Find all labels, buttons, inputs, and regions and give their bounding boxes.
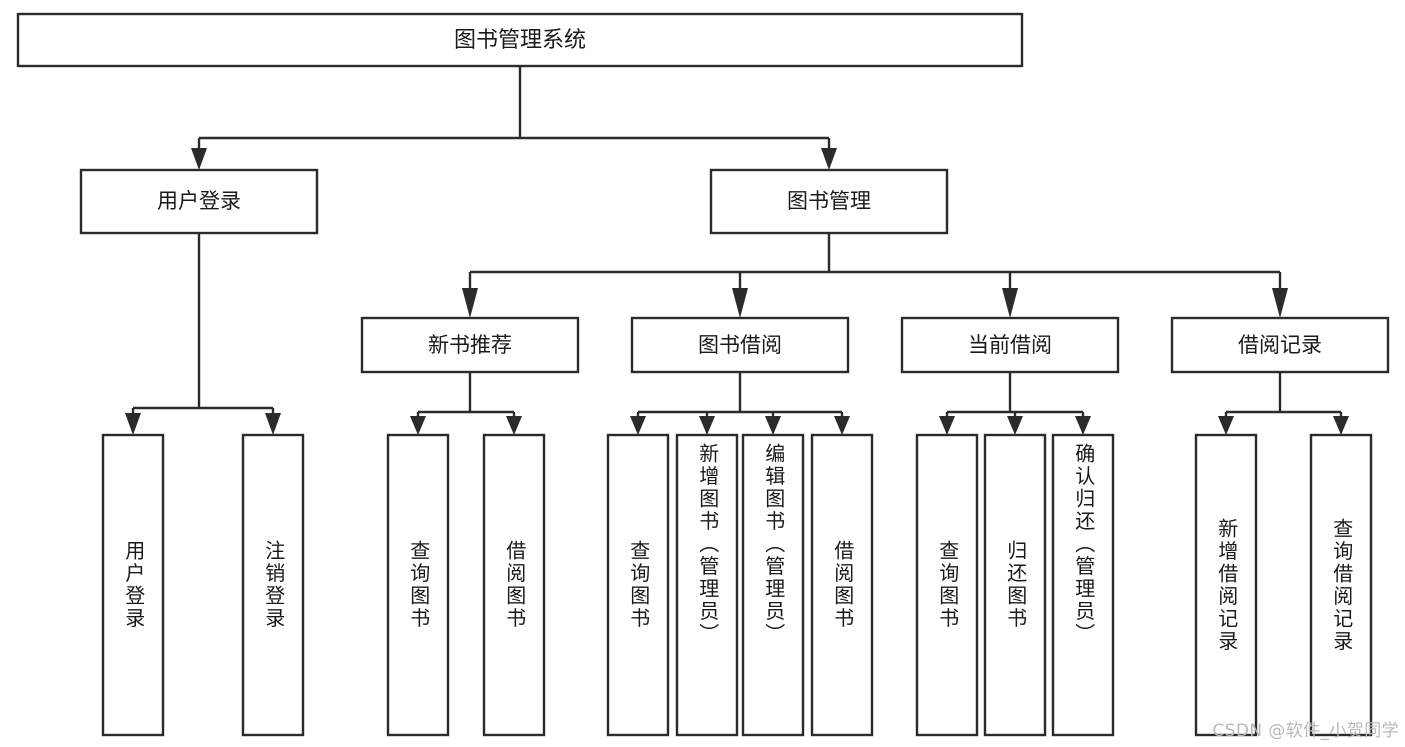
arrow-head-c-return	[1007, 416, 1023, 435]
leaf-box-b-edit-book[interactable]	[741, 433, 805, 737]
arrow-head-new-book	[462, 288, 478, 318]
node-user-login[interactable]: 用户登录	[79, 168, 319, 235]
leaf-box-b-query-book[interactable]	[606, 433, 670, 737]
arrow-head-nb-borrow	[506, 416, 522, 435]
leaf-box-nb-borrow-book[interactable]	[482, 433, 546, 737]
connector-group-root	[191, 66, 837, 170]
arrow-head-b-edit	[765, 416, 781, 435]
arrow-head-b-borrow	[834, 416, 850, 435]
node-borrow-records-box[interactable]	[1170, 316, 1390, 374]
node-borrow-records[interactable]: 借阅记录	[1170, 316, 1390, 374]
node-root-label: 图书管理系统	[454, 28, 586, 53]
leaf-box-logout[interactable]	[241, 433, 305, 737]
leaf-box-r-add-record[interactable]	[1194, 433, 1258, 737]
leaf-box-nb-query-book[interactable]	[386, 433, 450, 737]
leaf-box-user-login[interactable]	[101, 433, 165, 737]
leaf-box-r-query-record[interactable]	[1309, 433, 1373, 737]
connector-group-book-mgmt	[462, 233, 1288, 318]
arrow-head-leaf-user-login	[125, 413, 141, 435]
node-current-borrow[interactable]: 当前借阅	[900, 316, 1120, 374]
node-new-book-recommend[interactable]: 新书推荐	[360, 316, 580, 374]
node-root-box[interactable]	[16, 12, 1024, 68]
arrow-head-leaf-logout	[265, 413, 281, 435]
node-book-management[interactable]: 图书管理	[709, 168, 949, 235]
arrow-head-borrow	[732, 288, 748, 318]
node-user-login-label: 用户登录	[157, 189, 241, 213]
connector-group-current-leaves	[939, 372, 1091, 435]
arrow-head-c-confirm	[1075, 416, 1091, 435]
leaf-box-c-return-book[interactable]	[983, 433, 1047, 737]
node-book-borrow[interactable]: 图书借阅	[630, 316, 850, 374]
arrow-head-b-query	[630, 416, 646, 435]
node-book-management-label: 图书管理	[787, 189, 871, 213]
leaf-box-b-borrow-book[interactable]	[810, 433, 874, 737]
arrow-head-user-login	[191, 148, 207, 170]
node-new-book-recommend-box[interactable]	[360, 316, 580, 374]
arrow-head-r-add	[1218, 416, 1234, 435]
connector-group-borrow-leaves	[630, 372, 850, 435]
arrow-head-b-add	[699, 416, 715, 435]
node-current-borrow-label: 当前借阅	[968, 333, 1052, 357]
node-user-login-box[interactable]	[79, 168, 319, 235]
leaf-box-b-add-book[interactable]	[675, 433, 739, 737]
arrow-head-current	[1002, 288, 1018, 318]
arrow-head-book-mgmt	[821, 148, 837, 170]
node-current-borrow-box[interactable]	[900, 316, 1120, 374]
connector-group-records-leaves	[1218, 372, 1349, 435]
arrow-head-records	[1272, 288, 1288, 318]
connector-group-user-login-leaves	[125, 233, 281, 435]
arrow-head-r-query	[1333, 416, 1349, 435]
node-book-management-box[interactable]	[709, 168, 949, 235]
leaf-box-c-query-book[interactable]	[915, 433, 979, 737]
leaf-boxes	[101, 433, 1373, 737]
node-new-book-recommend-label: 新书推荐	[428, 333, 512, 357]
connector-group-new-book-leaves	[410, 372, 522, 435]
node-root[interactable]: 图书管理系统	[16, 12, 1024, 68]
arrow-head-nb-query	[410, 416, 426, 435]
node-book-borrow-label: 图书借阅	[698, 333, 782, 357]
leaf-box-c-confirm-return[interactable]	[1051, 433, 1115, 737]
arrow-head-c-query	[939, 416, 955, 435]
node-borrow-records-label: 借阅记录	[1238, 333, 1322, 357]
node-book-borrow-box[interactable]	[630, 316, 850, 374]
watermark-text: CSDN @软件_小贺同学	[1212, 721, 1399, 741]
